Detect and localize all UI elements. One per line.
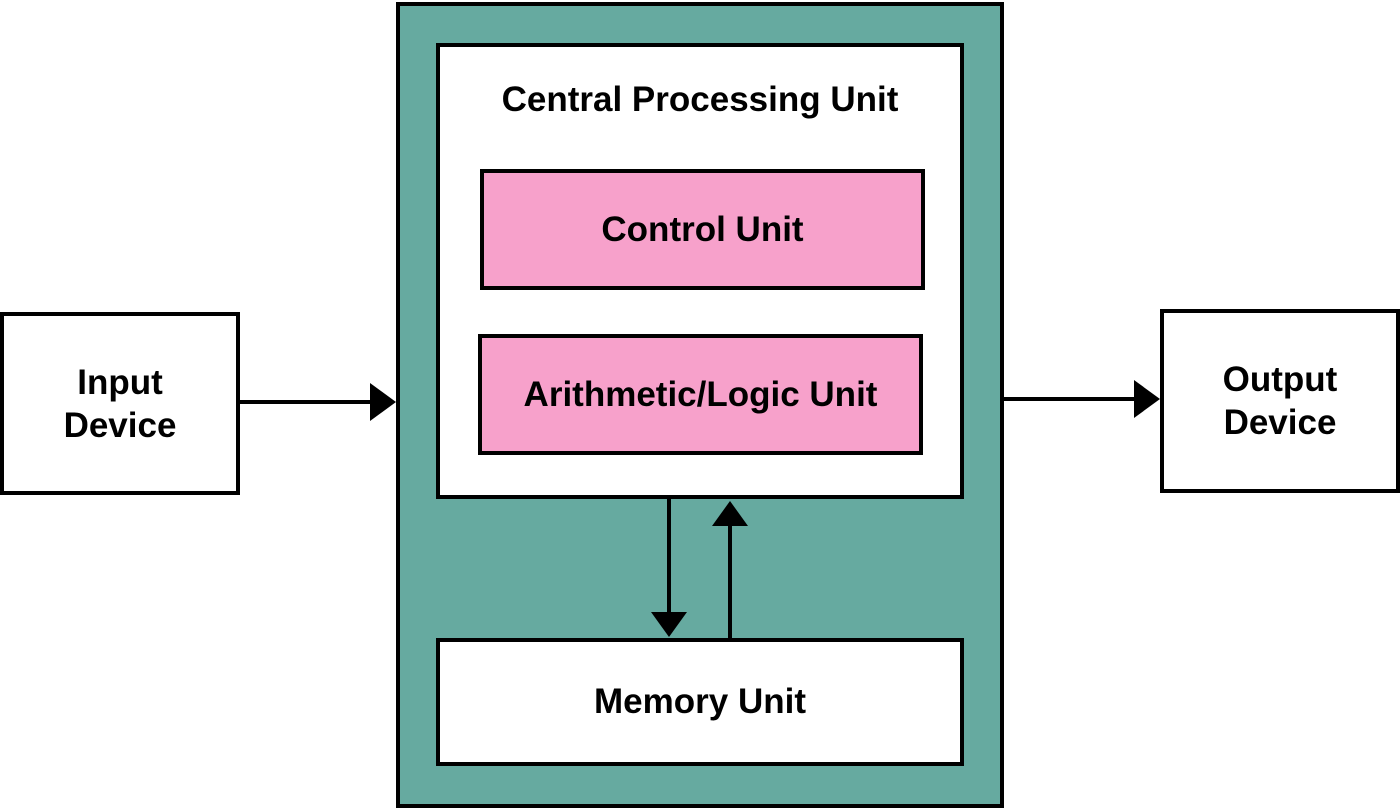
memory-unit-block: Memory Unit bbox=[436, 638, 964, 766]
control-unit-block: Control Unit bbox=[480, 169, 925, 290]
arrow-system-to-output bbox=[1004, 380, 1160, 418]
cpu-title: Central Processing Unit bbox=[501, 80, 899, 119]
input-device-label-line1: Input bbox=[77, 362, 163, 402]
input-device-block: Input Device bbox=[0, 312, 240, 495]
control-unit-label: Control Unit bbox=[601, 209, 804, 249]
output-device-block: Output Device bbox=[1160, 309, 1400, 493]
alu-label: Arithmetic/Logic Unit bbox=[523, 374, 878, 414]
memory-unit-label: Memory Unit bbox=[594, 682, 806, 721]
input-device-label-line2: Device bbox=[63, 405, 177, 445]
output-device-label-line2: Device bbox=[1223, 403, 1337, 442]
output-device-label-line1: Output bbox=[1222, 360, 1338, 399]
arrow-input-to-system bbox=[238, 383, 396, 421]
alu-block: Arithmetic/Logic Unit bbox=[478, 334, 923, 455]
